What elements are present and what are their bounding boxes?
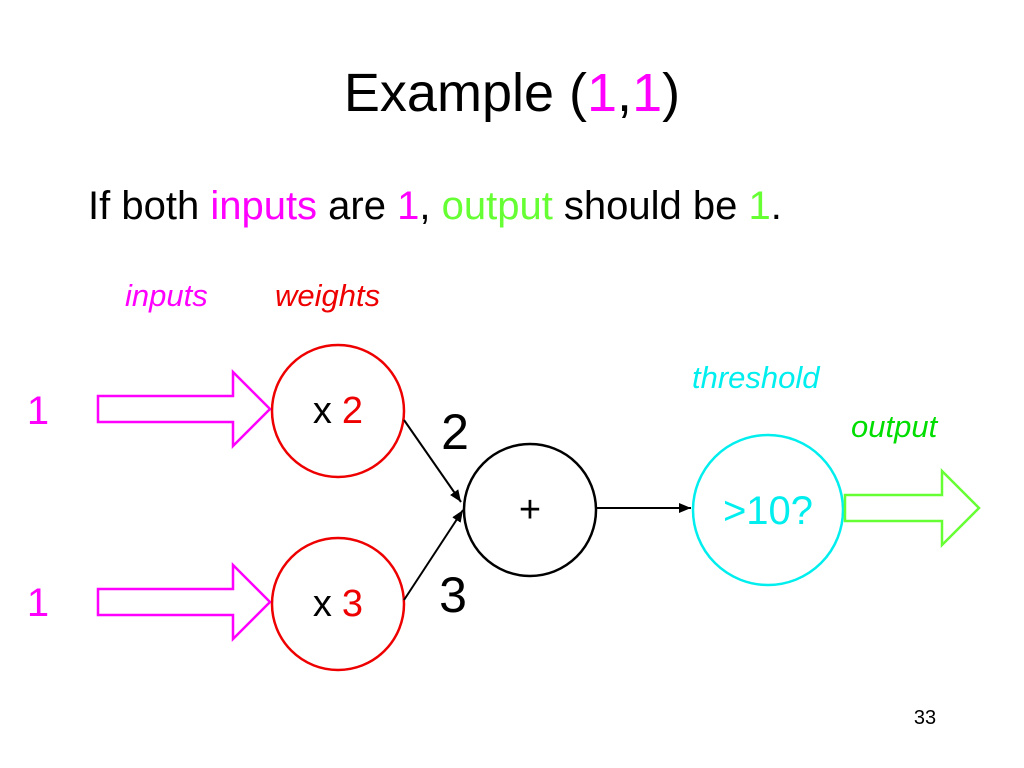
input-arrow-bottom <box>96 561 272 643</box>
page-number: 33 <box>913 707 937 729</box>
connector-top-to-sum <box>403 419 462 503</box>
sum-symbol: + <box>519 489 541 531</box>
title-suffix: ) <box>662 63 681 123</box>
subtitle-period: . <box>770 184 782 228</box>
weight-value-top: 2 <box>342 390 363 432</box>
subtitle-part-3: should be <box>552 184 749 228</box>
connector-bottom-to-sum <box>403 509 464 601</box>
title-value-2: 1 <box>632 63 663 123</box>
subtitle-input-value: 1 <box>397 184 420 228</box>
title-prefix: Example ( <box>343 63 587 123</box>
subtitle-part-1: If both <box>88 184 211 228</box>
subtitle-comma: , <box>419 184 442 228</box>
weight-operator-bottom: x <box>313 583 332 625</box>
subtitle-part-2: are <box>317 184 398 228</box>
threshold-label: threshold <box>692 360 821 395</box>
input-value-bottom: 1 <box>27 581 49 625</box>
title-comma: , <box>617 63 633 123</box>
threshold-test: >10? <box>723 489 813 533</box>
subtitle-inputs-word: inputs <box>210 184 318 228</box>
subtitle-output-value: 1 <box>748 184 771 228</box>
slide-title: Example (1,1) <box>0 58 1024 128</box>
weight-value-bottom: 3 <box>342 583 363 625</box>
output-arrow <box>843 467 981 549</box>
input-value-top: 1 <box>27 389 49 433</box>
slide-subtitle: If both inputs are 1, output should be 1… <box>88 180 782 232</box>
input-arrow-top <box>96 368 272 450</box>
sum-node <box>462 442 598 578</box>
product-value-top: 2 <box>441 404 469 460</box>
product-value-bottom: 3 <box>439 567 467 623</box>
weight-node-top <box>270 343 406 479</box>
weights-label: weights <box>275 278 380 313</box>
weight-node-bottom <box>270 536 406 672</box>
threshold-node <box>691 433 845 587</box>
output-label: output <box>851 409 939 444</box>
title-value-1: 1 <box>587 63 618 123</box>
inputs-label: inputs <box>125 278 208 313</box>
subtitle-output-word: output <box>441 184 553 228</box>
weight-operator-top: x <box>313 390 332 432</box>
